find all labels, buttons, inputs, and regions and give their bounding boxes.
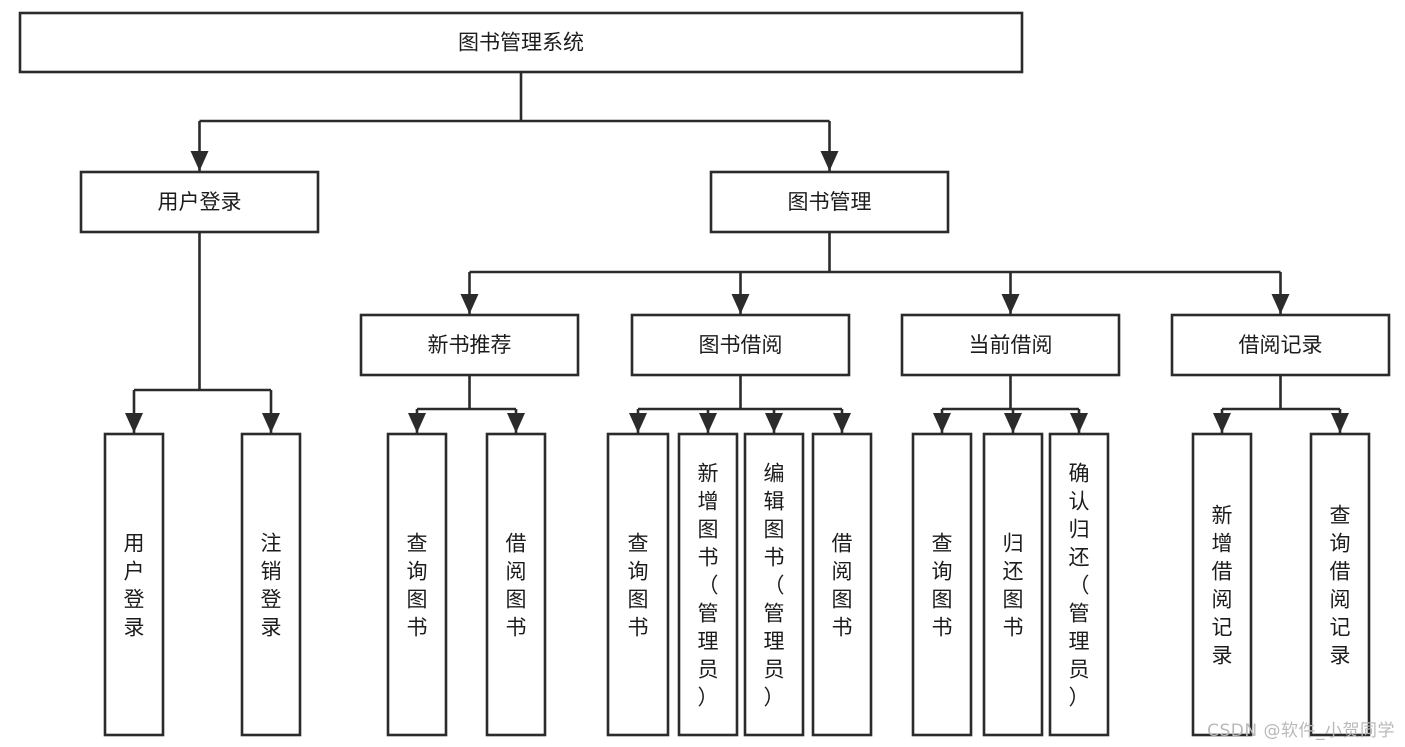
leaf-node-查询借阅记录[interactable]: 查询借阅记录 bbox=[1309, 432, 1371, 737]
node-label: 图书管理系统 bbox=[458, 31, 584, 55]
level3-node-图书借阅[interactable]: 图书借阅 bbox=[630, 313, 851, 377]
arrow-head-icon bbox=[262, 413, 280, 433]
node-rect bbox=[606, 432, 670, 737]
arrow-head-icon bbox=[507, 413, 525, 433]
node-layer: 图书管理系统用户登录图书管理新书推荐图书借阅当前借阅借阅记录用户登录注销登录查询… bbox=[18, 11, 1391, 737]
leaf-node-用户登录[interactable]: 用户登录 bbox=[103, 432, 165, 737]
level3-node-借阅记录[interactable]: 借阅记录 bbox=[1170, 313, 1391, 377]
node-rect bbox=[743, 432, 805, 737]
arrow-head-icon bbox=[1070, 413, 1088, 433]
node-label: 图书借阅 bbox=[699, 333, 783, 357]
arrow-head-icon bbox=[1004, 413, 1022, 433]
node-label: 当前借阅 bbox=[969, 333, 1053, 357]
node-rect bbox=[79, 170, 320, 234]
node-label: 编辑图书（管理员） bbox=[764, 462, 785, 710]
node-label: 查询图书 bbox=[628, 532, 649, 640]
leaf-node-借阅图书[interactable]: 借阅图书 bbox=[485, 432, 547, 737]
node-label: 图书管理 bbox=[788, 190, 872, 214]
node-rect bbox=[1170, 313, 1391, 377]
arrow-head-icon bbox=[765, 413, 783, 433]
node-rect bbox=[811, 432, 873, 737]
leaf-node-编辑图书管理员[interactable]: 编辑图书（管理员） bbox=[743, 432, 805, 737]
node-rect bbox=[18, 11, 1024, 74]
arrow-head-icon bbox=[190, 151, 209, 171]
level2-node-图书管理[interactable]: 图书管理 bbox=[709, 170, 950, 234]
node-rect bbox=[1309, 432, 1371, 737]
node-rect bbox=[900, 313, 1121, 377]
arrow-head-icon bbox=[460, 294, 479, 314]
node-label: 借阅图书 bbox=[832, 532, 853, 640]
arrow-head-icon bbox=[1271, 294, 1290, 314]
arrow-head-icon bbox=[629, 413, 647, 433]
leaf-node-查询图书[interactable]: 查询图书 bbox=[606, 432, 670, 737]
leaf-node-新增图书管理员[interactable]: 新增图书（管理员） bbox=[677, 432, 739, 737]
connector-layer bbox=[125, 72, 1349, 433]
level3-node-当前借阅[interactable]: 当前借阅 bbox=[900, 313, 1121, 377]
node-label: 新书推荐 bbox=[428, 333, 512, 357]
node-label: 注销登录 bbox=[261, 532, 282, 640]
node-label: 查询图书 bbox=[407, 532, 428, 640]
node-label: 查询图书 bbox=[932, 532, 953, 640]
node-rect bbox=[911, 432, 973, 737]
node-rect bbox=[359, 313, 580, 377]
arrow-head-icon bbox=[1213, 413, 1231, 433]
node-rect bbox=[982, 432, 1044, 737]
node-rect bbox=[709, 170, 950, 234]
arrow-head-icon bbox=[731, 294, 750, 314]
node-label: 查询借阅记录 bbox=[1330, 504, 1351, 668]
node-rect bbox=[677, 432, 739, 737]
leaf-node-新增借阅记录[interactable]: 新增借阅记录 bbox=[1191, 432, 1253, 737]
arrow-head-icon bbox=[1001, 294, 1020, 314]
node-rect bbox=[485, 432, 547, 737]
arrow-head-icon bbox=[408, 413, 426, 433]
csdn-watermark: CSDN @软件_小贺同学 bbox=[1207, 721, 1395, 741]
leaf-node-注销登录[interactable]: 注销登录 bbox=[240, 432, 302, 737]
root-node-图书管理系统[interactable]: 图书管理系统 bbox=[18, 11, 1024, 74]
node-label: 新增借阅记录 bbox=[1212, 504, 1233, 668]
leaf-node-查询图书[interactable]: 查询图书 bbox=[386, 432, 448, 737]
level3-node-新书推荐[interactable]: 新书推荐 bbox=[359, 313, 580, 377]
node-label: 用户登录 bbox=[124, 532, 145, 640]
arrow-head-icon bbox=[699, 413, 717, 433]
node-rect bbox=[386, 432, 448, 737]
arrow-head-icon bbox=[833, 413, 851, 433]
node-label: 确认归还（管理员） bbox=[1069, 462, 1090, 710]
leaf-node-借阅图书[interactable]: 借阅图书 bbox=[811, 432, 873, 737]
node-rect bbox=[1191, 432, 1253, 737]
node-label: 归还图书 bbox=[1003, 532, 1024, 640]
node-rect bbox=[103, 432, 165, 737]
node-label: 用户登录 bbox=[158, 190, 242, 214]
leaf-node-查询图书[interactable]: 查询图书 bbox=[911, 432, 973, 737]
arrow-head-icon bbox=[933, 413, 951, 433]
leaf-node-确认归还管理员[interactable]: 确认归还（管理员） bbox=[1048, 432, 1110, 737]
node-rect bbox=[630, 313, 851, 377]
leaf-node-归还图书[interactable]: 归还图书 bbox=[982, 432, 1044, 737]
arrow-head-icon bbox=[820, 151, 839, 171]
arrow-head-icon bbox=[1331, 413, 1349, 433]
arrow-head-icon bbox=[125, 413, 143, 433]
node-rect bbox=[240, 432, 302, 737]
node-label: 借阅记录 bbox=[1239, 333, 1323, 357]
level2-node-用户登录[interactable]: 用户登录 bbox=[79, 170, 320, 234]
node-label: 新增图书（管理员） bbox=[698, 462, 719, 710]
node-label: 借阅图书 bbox=[506, 532, 527, 640]
node-rect bbox=[1048, 432, 1110, 737]
